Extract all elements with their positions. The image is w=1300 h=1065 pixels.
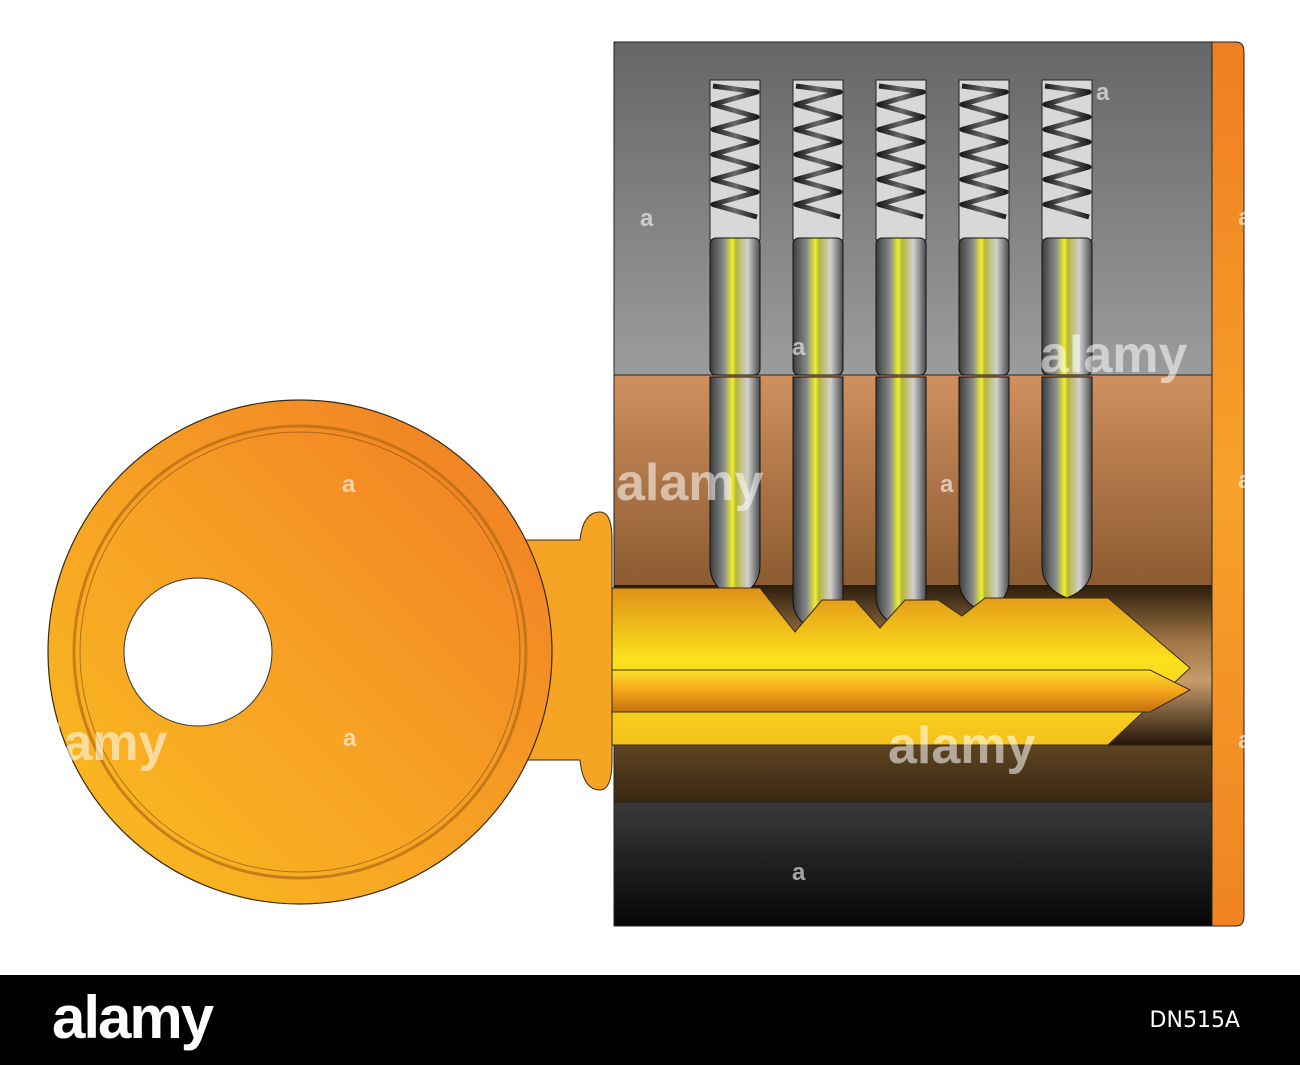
- watermark-mark: a: [792, 859, 806, 886]
- stock-footer-bar: alamy DN515A: [0, 975, 1300, 1065]
- watermark-logo: alamy: [616, 454, 764, 512]
- key: [47, 399, 1192, 905]
- driver-pin: [792, 237, 844, 376]
- footer-image-id: DN515A: [1149, 1008, 1240, 1033]
- watermark-logo: alamy: [20, 714, 168, 772]
- key-pin: [958, 376, 1010, 613]
- driver-pin: [958, 237, 1010, 376]
- watermark-logo: alamy: [888, 717, 1036, 775]
- pin-spring: [959, 83, 1009, 220]
- watermarks: alamy alamy alamy alamy a a a a a a a a …: [20, 79, 1252, 886]
- key-hole: [123, 577, 273, 727]
- key-pin: [792, 376, 844, 633]
- cylinder-bottom-shell: [613, 801, 1215, 927]
- driver-pin: [709, 237, 761, 376]
- watermark-mark: a: [792, 334, 806, 361]
- pin-spring: [1042, 83, 1092, 220]
- key-pin: [875, 376, 927, 629]
- watermark-mark: a: [1238, 727, 1252, 754]
- pin-spring: [710, 83, 760, 220]
- watermark-mark: a: [940, 471, 954, 498]
- watermark-mark: a: [1238, 204, 1252, 231]
- key-bow: [47, 399, 553, 905]
- watermark-mark: a: [1096, 79, 1110, 106]
- pin-spring: [876, 83, 926, 220]
- watermark-mark: a: [640, 205, 654, 232]
- watermark-mark: a: [343, 725, 357, 752]
- driver-pin: [1041, 237, 1093, 376]
- footer-logo: alamy: [52, 984, 214, 1051]
- key-pin: [1041, 376, 1093, 599]
- pin-tumblers: [709, 79, 1093, 633]
- pin-spring: [793, 83, 843, 220]
- key-bow-rim: [72, 424, 528, 880]
- cylinder-lower-shell: [613, 744, 1215, 803]
- cylinder-face-plate: [1211, 41, 1245, 927]
- watermark-logo: alamy: [1040, 326, 1188, 384]
- watermark-mark: a: [342, 471, 356, 498]
- driver-pin: [875, 237, 927, 376]
- key-bow-inner: [79, 431, 521, 873]
- watermark-mark: a: [1238, 467, 1252, 494]
- lock-and-key-illustration: alamy alamy alamy alamy a a a a a a a a …: [20, 41, 1252, 927]
